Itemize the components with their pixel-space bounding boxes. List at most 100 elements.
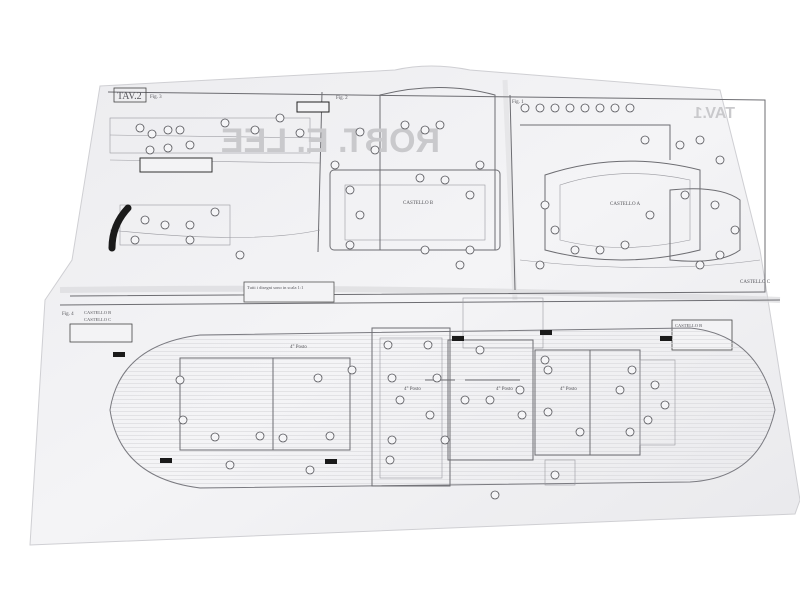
part-number-circle [387, 373, 397, 383]
part-number-circle [400, 120, 410, 130]
ghost-plate-label: TAV.1 [693, 105, 735, 122]
part-number-circle [175, 375, 185, 385]
part-number-circle [325, 431, 335, 441]
part-number-circle [345, 240, 355, 250]
part-number-circle [420, 125, 430, 135]
part-number-circle [625, 427, 635, 437]
part-number-circle [615, 385, 625, 395]
part-number-circle [460, 395, 470, 405]
part-number-circle [383, 340, 393, 350]
part-number-circle [355, 210, 365, 220]
part-number-circle [660, 400, 670, 410]
part-number-circle [535, 103, 545, 113]
fig4-note-box [69, 323, 133, 343]
part-number-circle [543, 365, 553, 375]
part-number-circle [550, 470, 560, 480]
part-number-circle [575, 427, 585, 437]
part-number-circle [475, 345, 485, 355]
castello-b-label: CASTELLO B [403, 201, 434, 206]
black-tab-mark [325, 459, 337, 464]
part-number-circle [645, 210, 655, 220]
posto-label-1: 4° Posto [290, 345, 307, 350]
part-number-circle [185, 140, 195, 150]
part-number-circle [330, 160, 340, 170]
part-number-circle [490, 490, 500, 500]
part-number-circle [210, 207, 220, 217]
part-number-circle [275, 113, 285, 123]
part-number-circle [345, 185, 355, 195]
part-number-circle [550, 225, 560, 235]
part-number-circle [627, 365, 637, 375]
part-number-circle [185, 235, 195, 245]
scale-note: Tutti i disegni sono in scala 1:1 [247, 285, 303, 290]
part-number-circle [313, 373, 323, 383]
part-number-circle [620, 240, 630, 250]
vertical-fold [502, 79, 518, 301]
black-tab-mark [660, 336, 672, 341]
castello-c-label: CASTELLO C [740, 280, 771, 285]
part-number-circle [295, 128, 305, 138]
part-number-circle [370, 145, 380, 155]
part-number-circle [465, 245, 475, 255]
fig-note-box [296, 101, 330, 113]
horizontal-fold [59, 285, 781, 303]
part-number-circle [695, 135, 705, 145]
part-number-circle [387, 435, 397, 445]
black-tab-mark [113, 352, 125, 357]
part-number-circle [715, 250, 725, 260]
lower-deck-plan [59, 297, 781, 489]
part-number-circle [595, 245, 605, 255]
part-number-circle [220, 118, 230, 128]
part-number-circle [543, 407, 553, 417]
part-number-circle [540, 200, 550, 210]
part-number-circle [145, 145, 155, 155]
part-number-circle [163, 143, 173, 153]
part-number-circle [255, 431, 265, 441]
black-bracket-mark [108, 204, 132, 252]
part-number-circle [432, 373, 442, 383]
scale-note-box [243, 281, 335, 303]
part-number-circle [580, 103, 590, 113]
part-number-circle [565, 103, 575, 113]
part-number-circle [163, 125, 173, 135]
part-number-circle [140, 215, 150, 225]
fig4-caption-2: CASTELLO C [84, 317, 111, 322]
fig4-label: Fig. 4 [62, 312, 74, 317]
black-tab-mark [452, 336, 464, 341]
posto-label-2: 4° Posto [404, 387, 421, 392]
part-number-circle [485, 395, 495, 405]
part-number-circle [160, 220, 170, 230]
part-number-circle [640, 135, 650, 145]
part-number-circle [415, 173, 425, 183]
fig1-label: Fig. 1 [512, 100, 524, 105]
part-number-circle [130, 235, 140, 245]
part-number-circle [305, 465, 315, 475]
part-number-circle [475, 160, 485, 170]
part-number-circle [595, 103, 605, 113]
part-number-circle [135, 123, 145, 133]
part-number-circle [147, 129, 157, 139]
part-number-circle [570, 245, 580, 255]
part-number-circle [650, 380, 660, 390]
part-number-circle [515, 385, 525, 395]
part-number-circle [520, 103, 530, 113]
part-number-circle [440, 435, 450, 445]
part-number-circle [435, 120, 445, 130]
part-number-circle [550, 103, 560, 113]
plate-label-box [113, 87, 147, 103]
upper-note-box [139, 157, 213, 173]
part-number-circle [643, 415, 653, 425]
part-number-circle [680, 190, 690, 200]
plate-label: TAV.2 [117, 91, 142, 102]
part-number-circle [455, 260, 465, 270]
part-number-circle [625, 103, 635, 113]
part-number-circle [535, 260, 545, 270]
part-number-circle [423, 340, 433, 350]
part-number-circle [250, 125, 260, 135]
part-number-circle [440, 175, 450, 185]
part-number-circle [185, 220, 195, 230]
part-number-circle [178, 415, 188, 425]
fig2-label: Fig. 2 [336, 96, 348, 101]
part-number-circle [540, 355, 550, 365]
